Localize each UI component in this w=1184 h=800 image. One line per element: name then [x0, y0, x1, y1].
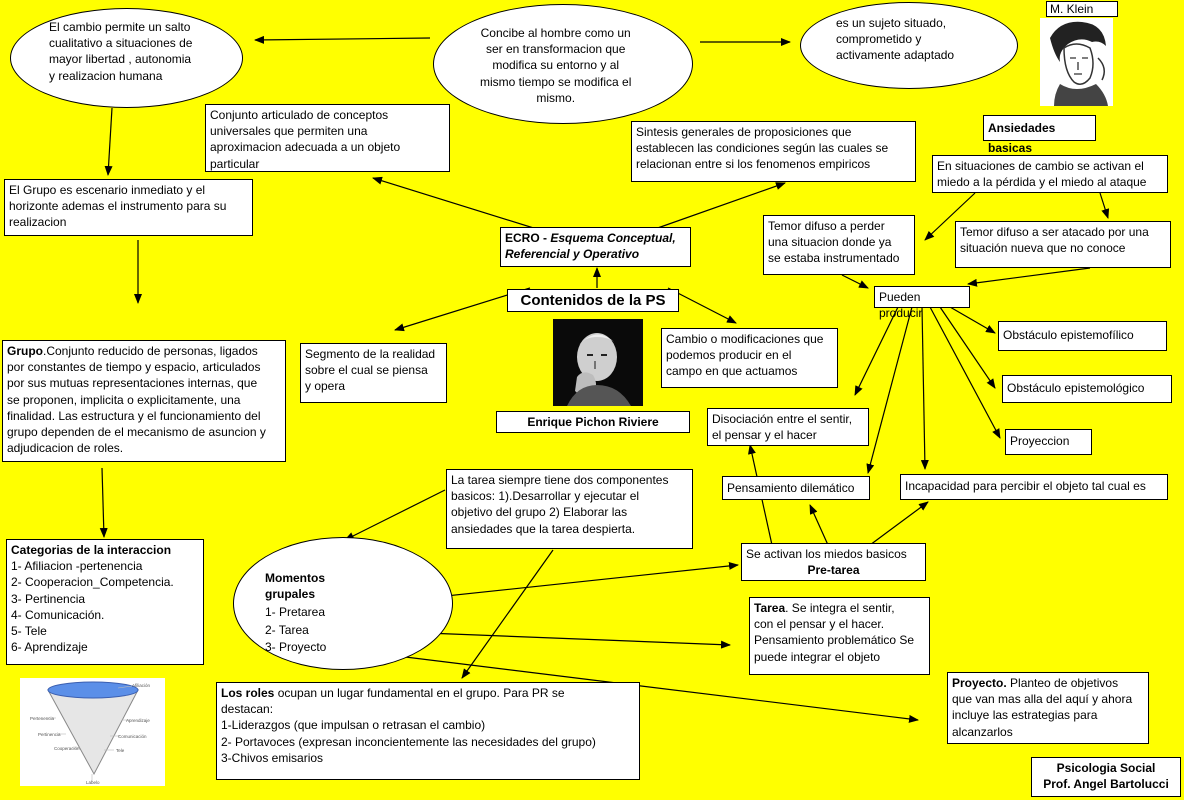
obstaculo-epistemofilico-box: Obstáculo epistemofílico	[998, 321, 1167, 351]
categorias-items: 1- Afiliacion -pertenencia 2- Cooperacio…	[11, 559, 174, 655]
tarea-text: . Se integra el sentir, con el pensar y …	[754, 601, 915, 664]
footer-subject: Psicologia Social	[1056, 761, 1156, 775]
klein-label: M. Klein	[1046, 1, 1118, 17]
momentos-title: Momentos grupales	[265, 571, 325, 602]
proyeccion-box: Proyeccion	[1005, 429, 1092, 455]
cone-label-4: Pertinencia	[38, 732, 61, 737]
arrow-situaciones-to-temor-atacado	[1099, 192, 1110, 219]
cone-label-3: Aprendizaje	[126, 718, 150, 723]
arrow-miedos-to-dilematico	[809, 504, 829, 546]
pretarea-label: Pre-tarea	[807, 563, 860, 578]
escenario-box: El Grupo es escenario inmediato y el hor…	[4, 179, 253, 236]
grupo-lead: Grupo	[7, 344, 43, 358]
miedos-basicos-text: Se activan los miedos basicos	[746, 547, 907, 561]
cone-label-1: Afiliación	[132, 683, 151, 688]
temor-atacado-box: Temor difuso a ser atacado por una situa…	[955, 221, 1171, 268]
ellipse-hombre-text: Concibe al hombre como un ser en transfo…	[480, 26, 632, 105]
segmento-box: Segmento de la realidad sobre el cual se…	[300, 343, 447, 403]
ecro-definition: Esquema Conceptual, Referencial y Operat…	[505, 231, 676, 262]
momento-item-pretarea: 1- Pretarea	[265, 605, 326, 619]
arrow-tarea-to-roles	[461, 549, 554, 679]
pichon-portrait	[553, 319, 643, 406]
arrow-hombre-to-cambio	[254, 35, 431, 44]
arrow-pueden-to-logico	[939, 306, 996, 389]
cone-label-6: Cooperación	[54, 746, 80, 751]
arrow-pueden-to-incapacidad	[920, 306, 929, 470]
arrow-cambio-to-escenario	[104, 107, 113, 176]
pensamiento-dilematico-box: Pensamiento dilemático	[722, 476, 870, 500]
grupo-text: .Conjunto reducido de personas, ligados …	[7, 344, 266, 456]
momento-item-tarea: 2- Tarea	[265, 623, 309, 637]
cone-label-5: Comunicación	[118, 734, 147, 739]
arrow-ecro-to-sintesis	[651, 182, 786, 231]
arrow-pueden-to-proyeccion	[929, 306, 1001, 439]
temor-perder-box: Temor difuso a perder una situacion dond…	[763, 215, 915, 275]
momento-item-proyecto: 3- Proyecto	[265, 640, 327, 654]
klein-portrait	[1040, 18, 1113, 106]
interaction-cone-image: Afiliación Pertenencia Aprendizaje Perti…	[20, 678, 165, 786]
contenidos-box: Contenidos de la PS	[507, 289, 679, 312]
arrow-pueden-to-filico	[949, 306, 996, 334]
cone-label-8: Labelo	[86, 780, 100, 785]
cone-label-7: Tele	[116, 748, 125, 753]
categorias-box: Categorias de la interaccion 1- Afiliacio…	[6, 539, 204, 665]
arrow-contenidos-to-cambiomod	[667, 287, 737, 324]
arrow-situaciones-to-temor-perder	[924, 192, 976, 241]
cambio-mod-box: Cambio o modificaciones que podemos prod…	[661, 328, 838, 388]
klein-portrait-icon	[1050, 21, 1108, 106]
ecro-box: ECRO - Esquema Conceptual, Referencial y…	[500, 227, 691, 267]
roles-box: Los roles ocupan un lugar fundamental en…	[216, 682, 640, 780]
ellipse-sujeto: es un sujeto situado, comprometido y act…	[800, 2, 1018, 89]
pueden-producir-box: Pueden producir	[874, 286, 970, 320]
proyecto-lead: Proyecto.	[952, 676, 1007, 690]
arrow-tarea-to-momentos	[344, 489, 446, 541]
ellipse-cambio-text: El cambio permite un salto cualitativo a…	[49, 20, 193, 83]
footer-professor: Prof. Angel Bartolucci	[1043, 777, 1169, 791]
tarea-componentes-box: La tarea siempre tiene dos componentes b…	[446, 469, 693, 549]
situaciones-cambio-box: En situaciones de cambio se activan el m…	[932, 155, 1168, 193]
sintesis-box: Sintesis generales de proposiciones que …	[631, 121, 916, 182]
arrow-temoratacado-to-pueden	[967, 267, 1091, 287]
proyecto-box: Proyecto. Planteo de objetivos que van m…	[947, 672, 1149, 744]
inverted-cone-icon: Afiliación Pertenencia Aprendizaje Perti…	[30, 681, 151, 785]
cone-label-2: Pertenencia	[30, 716, 55, 721]
ellipse-hombre: Concibe al hombre como un ser en transfo…	[433, 4, 693, 124]
roles-lead: Los roles	[221, 686, 275, 700]
disociacion-box: Disociación entre el sentir, el pensar y…	[707, 408, 869, 446]
ellipse-cambio: El cambio permite un salto cualitativo a…	[10, 8, 243, 108]
ansiedades-basicas: Ansiedades basicas	[983, 115, 1096, 155]
roles-text: ocupan un lugar fundamental en el grupo.…	[221, 686, 596, 765]
arrow-miedos-to-incapacidad	[869, 501, 929, 546]
arrow-ecro-to-conjunto	[372, 176, 541, 231]
arrow-pueden-to-segmento	[854, 306, 899, 396]
proyecto-text: Planteo de objetivos que van mas alla de…	[952, 676, 1133, 739]
categorias-title: Categorias de la interaccion	[11, 543, 172, 557]
tarea-lead: Tarea	[754, 601, 786, 615]
pichon-portrait-icon	[553, 319, 643, 406]
momentos-ellipse: Momentos grupales 1- Pretarea 2- Tarea 3…	[233, 537, 453, 670]
pichon-name-box: Enrique Pichon Riviere	[496, 411, 690, 433]
obstaculo-epistemologico-box: Obstáculo epistemológico	[1002, 375, 1172, 403]
conjunto-box: Conjunto articulado de conceptos univers…	[205, 104, 450, 172]
tarea-box: Tarea. Se integra el sentir, con el pens…	[749, 597, 930, 675]
ecro-lead: ECRO -	[505, 231, 551, 245]
grupo-box: Grupo.Conjunto reducido de personas, lig…	[2, 340, 286, 462]
arrow-temorperder-to-pueden	[841, 274, 869, 289]
arrow-pueden-to-dilematico	[866, 306, 913, 474]
incapacidad-box: Incapacidad para percibir el objeto tal …	[900, 474, 1168, 500]
arrow-grupo-to-categorias	[99, 467, 108, 538]
ellipse-sujeto-text: es un sujeto situado, comprometido y act…	[836, 16, 955, 63]
